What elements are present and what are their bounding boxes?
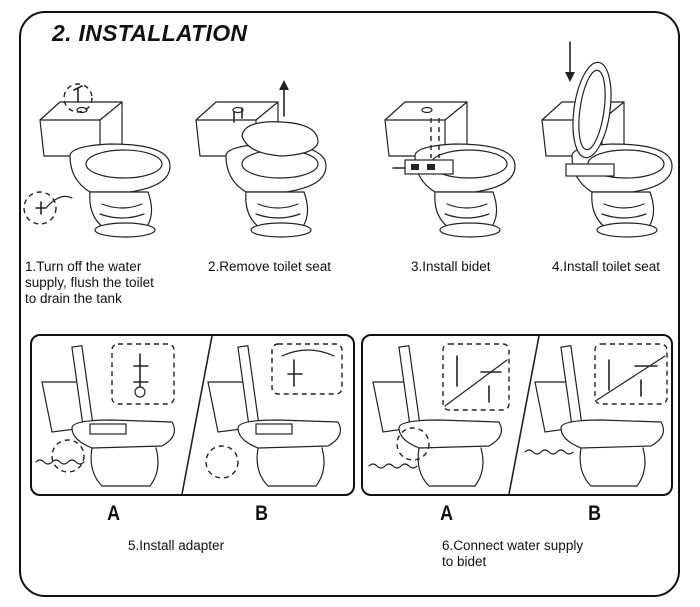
flush-handle-icon [73,85,83,103]
shutoff-valve-highlight [23,191,57,225]
panel6-label-b: B [588,502,602,525]
install-guide-lines [430,118,440,158]
step1-caption: 1.Turn off the water supply, flush the t… [25,259,154,306]
valve-highlight [205,445,239,479]
step4-install-seat-illustration [541,41,673,238]
step2-remove-seat-illustration [195,80,327,238]
bidet-attachment [565,163,615,177]
seat-bolts-icon [233,107,243,123]
step6-caption: 6.Connect water supply to bidet [442,538,584,569]
install-adapter-illustrations [35,336,343,494]
install-adapter-panel: A B [30,334,355,525]
adapter-option-a [35,343,175,487]
panel5-label-b: B [255,502,269,525]
connection-option-a [368,343,510,487]
connect-water-supply-illustrations [368,336,668,494]
step3-install-bidet-illustration [384,101,516,238]
step3-caption: 3.Install bidet [411,259,491,274]
hose-connector-icon [608,359,658,397]
valve-highlight [51,439,85,473]
step1-toilet-shutoff-illustration [23,83,171,238]
panel5-label-a: A [107,502,121,525]
shutoff-valve-icon [35,201,47,215]
adapter-option-b [205,343,343,487]
adapter-detail-inset [271,343,343,395]
connection-option-b [524,343,668,487]
lifted-seat-lid [241,121,319,157]
hose-connector-icon [456,355,502,403]
braided-hose-icon [281,349,335,357]
connection-detail-inset [442,343,510,411]
step4-caption: 4.Install toilet seat [552,259,661,274]
step5-caption: 5.Install adapter [128,538,225,553]
panel6-label-a: A [440,502,454,525]
connect-water-supply-panel: A B [361,334,673,525]
step2-caption: 2.Remove toilet seat [208,259,332,274]
tank-valve-highlight [63,83,93,113]
adapter-detail-inset [111,343,175,405]
upright-seat-lid [572,61,612,159]
section-title: 2. INSTALLATION [52,20,248,46]
connection-detail-inset [594,343,668,405]
